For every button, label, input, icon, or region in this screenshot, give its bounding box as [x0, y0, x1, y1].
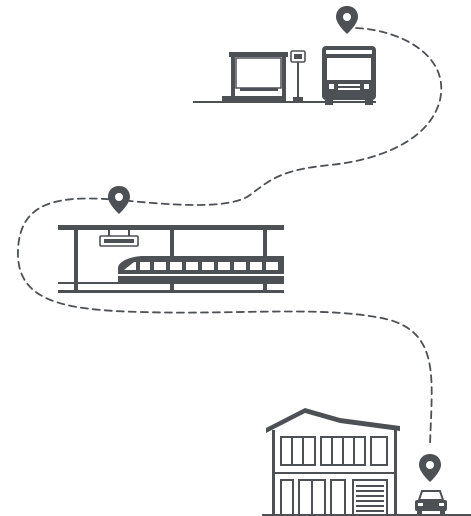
bus-stop-sign	[291, 51, 305, 101]
train-icon	[118, 256, 284, 282]
platform-line	[58, 282, 284, 284]
car-icon	[415, 491, 447, 515]
house-with-car-scene	[262, 408, 471, 516]
departure-board-icon	[100, 230, 138, 246]
lower-facade	[281, 480, 345, 516]
garage-door	[353, 480, 387, 516]
location-pin-icon	[419, 454, 441, 482]
bus-shelter	[222, 52, 288, 101]
location-pin-icon	[336, 6, 358, 34]
platform-base	[58, 290, 284, 293]
train-station-scene	[58, 186, 284, 293]
upper-windows	[281, 437, 387, 465]
location-pin-icon	[108, 186, 130, 214]
ground-line	[193, 101, 376, 103]
floor-divider	[274, 472, 395, 474]
dashed-route-path	[18, 28, 441, 445]
bus-stop-scene	[193, 6, 376, 105]
house-roof	[266, 408, 400, 433]
station-roof	[58, 225, 284, 230]
bus-icon	[322, 46, 376, 105]
